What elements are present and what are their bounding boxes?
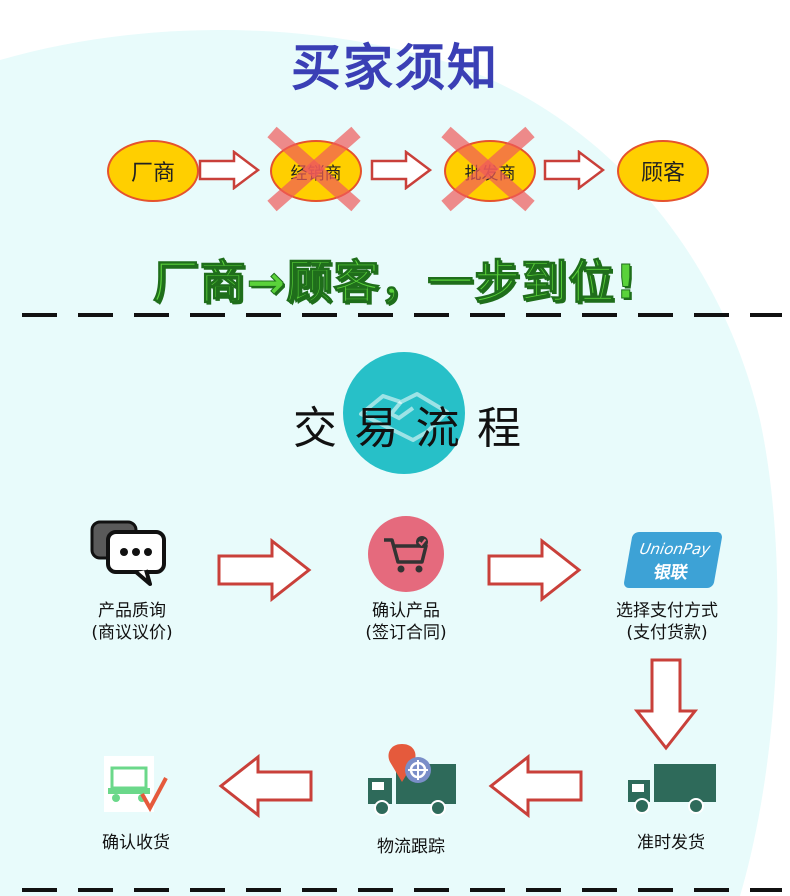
step-label: 选择支付方式 (支付货款) <box>597 600 737 644</box>
page-title: 买家须知 <box>291 39 499 97</box>
flow-title-char: 交 <box>293 403 337 454</box>
flow-title: 交 易 流 程 <box>293 392 521 456</box>
arrow-right-icon <box>198 150 260 190</box>
step-title: 确认产品 <box>372 601 440 621</box>
handshake-icon <box>343 352 465 474</box>
arrow-right-icon <box>217 538 312 602</box>
customer-label: 顾客 <box>640 161 685 186</box>
unionpay-brand: UnionPay <box>638 540 712 558</box>
cross-out-icon <box>267 126 361 212</box>
arrow-right-icon <box>543 150 605 190</box>
divider <box>22 888 782 892</box>
arrow-left-icon <box>218 754 313 818</box>
cross-out-icon <box>441 126 535 212</box>
step-title: 选择支付方式 <box>616 601 718 621</box>
step-subtitle: (支付货款) <box>626 623 708 643</box>
step-title: 产品质询 <box>98 601 166 621</box>
unionpay-card-icon: UnionPay 银联 <box>623 532 723 588</box>
step-title: 物流跟踪 <box>377 837 445 857</box>
flow-title-char: 流 <box>415 403 460 454</box>
tracking-truck-icon <box>368 744 456 816</box>
step-subtitle: (签订合同) <box>365 623 447 643</box>
arrow-right-icon <box>487 538 582 602</box>
flow-title-char: 易 <box>354 403 399 454</box>
manufacturer-oval: 厂商 <box>107 140 199 202</box>
step-title: 确认收货 <box>102 833 170 853</box>
step-label: 物流跟踪 <box>341 836 481 858</box>
customer-oval: 顾客 <box>617 140 709 202</box>
step-label: 产品质询 (商议议价) <box>62 600 202 644</box>
manufacturer-label: 厂商 <box>130 161 175 186</box>
step-label: 确认收货 <box>66 832 206 854</box>
arrow-right-icon <box>370 150 432 190</box>
arrow-down-icon <box>634 658 698 751</box>
receipt-check-icon <box>104 756 168 813</box>
divider <box>22 313 782 317</box>
delivery-truck-icon <box>628 764 716 814</box>
step-title: 准时发货 <box>637 833 705 853</box>
chat-bubbles-icon <box>90 520 166 586</box>
step-label: 准时发货 <box>601 832 741 854</box>
slogan: 厂商→顾客，一步到位! <box>152 255 638 310</box>
flow-title-char: 程 <box>476 403 521 454</box>
step-subtitle: (商议议价) <box>91 623 173 643</box>
shopping-cart-icon <box>368 516 444 592</box>
arrow-left-icon <box>488 754 583 818</box>
step-label: 确认产品 (签订合同) <box>336 600 476 644</box>
unionpay-cn: 银联 <box>651 563 690 583</box>
